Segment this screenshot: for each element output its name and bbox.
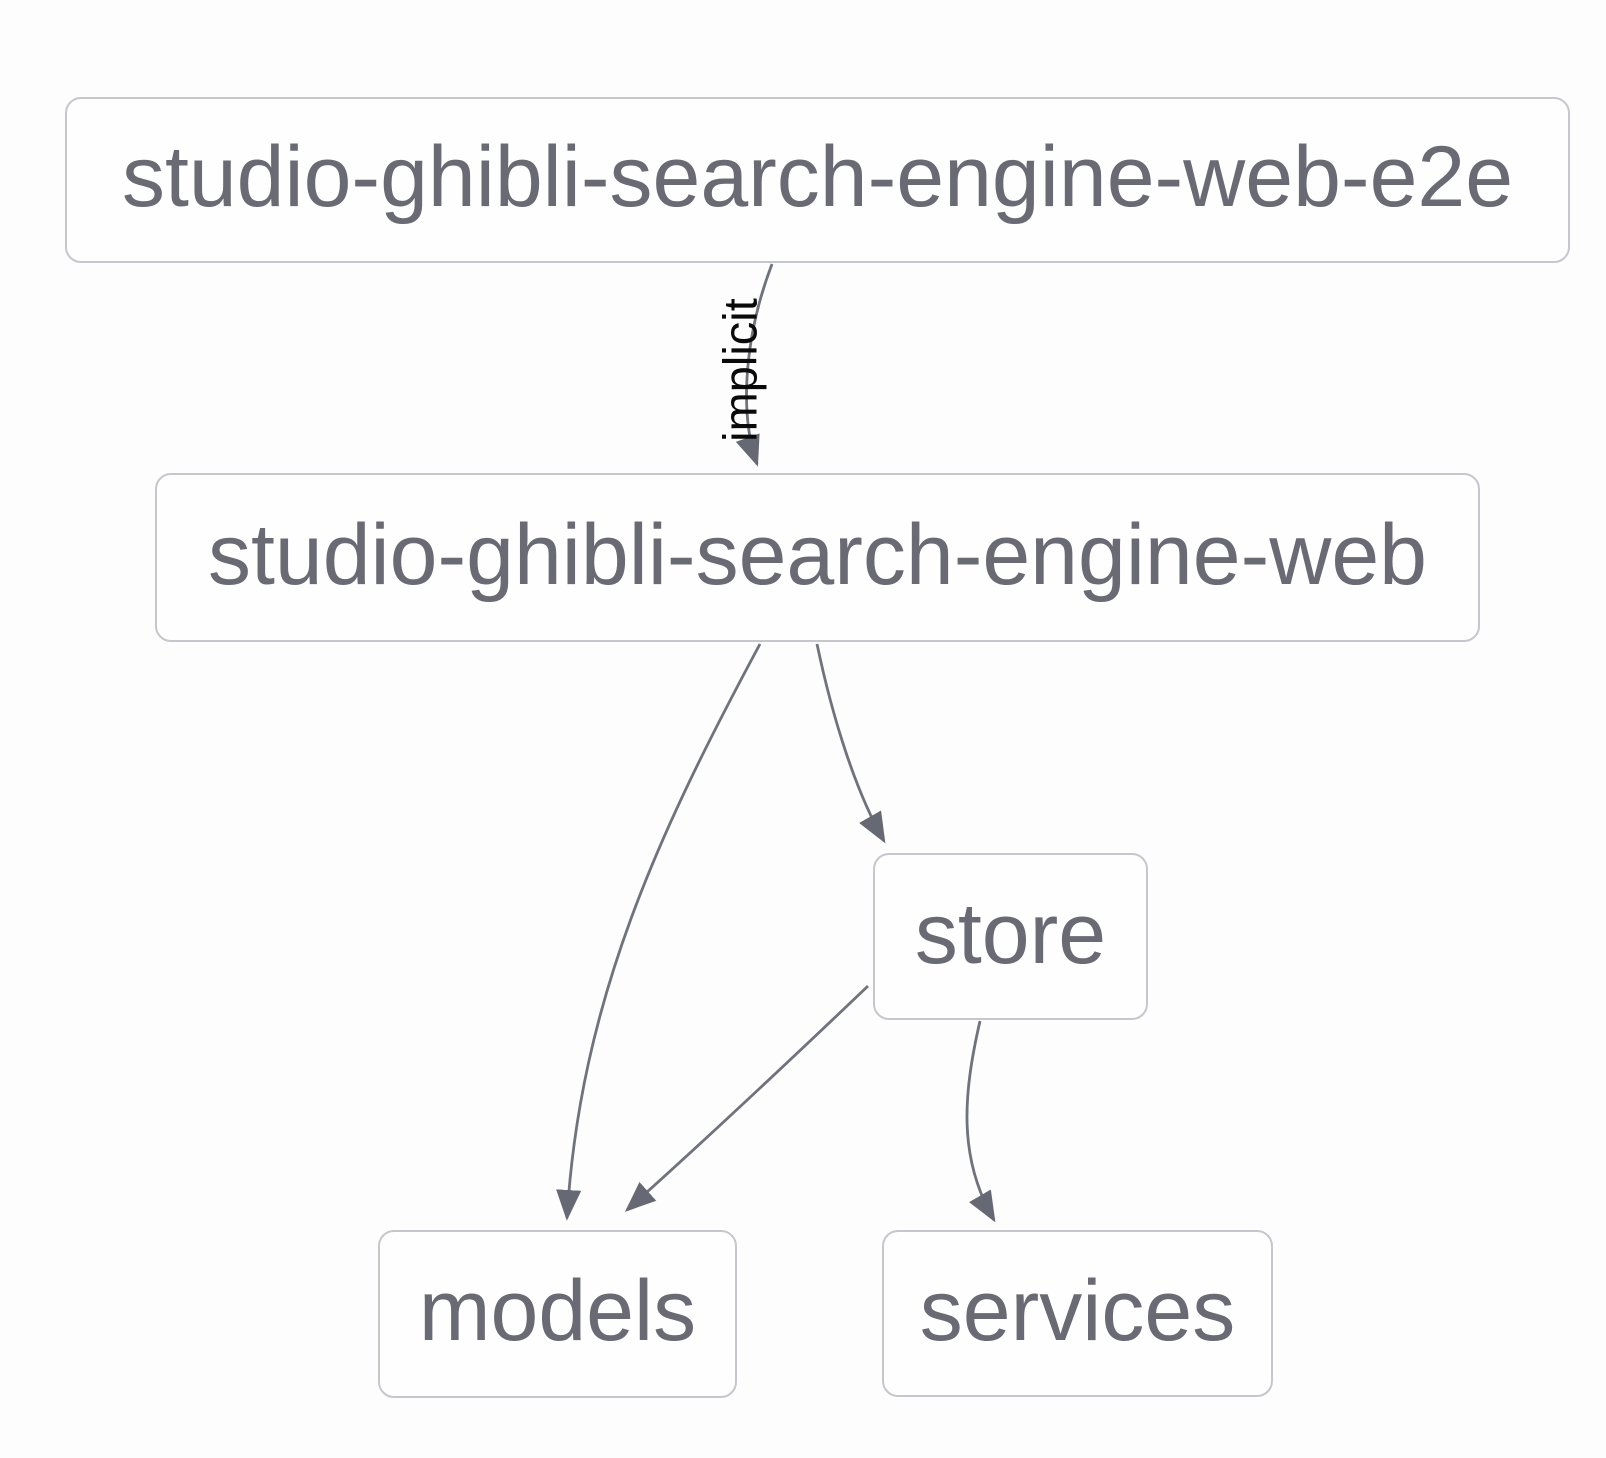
edge-web-to-models <box>556 643 762 1221</box>
edge-web-to-store <box>815 643 886 844</box>
node-label: models <box>418 1263 697 1359</box>
edge-e2e-to-web <box>735 263 774 467</box>
node-models[interactable]: models <box>378 1230 737 1398</box>
edge-store-to-services <box>965 1020 996 1223</box>
node-studio-ghibli-search-engine-web[interactable]: studio-ghibli-search-engine-web <box>155 473 1480 642</box>
node-label: studio-ghibli-search-engine-web <box>208 506 1427 603</box>
node-studio-ghibli-search-engine-web-e2e[interactable]: studio-ghibli-search-engine-web-e2e <box>65 97 1570 263</box>
node-label: store <box>914 885 1107 982</box>
node-label: services <box>919 1262 1236 1359</box>
edge-store-to-models <box>624 984 869 1212</box>
node-services[interactable]: services <box>882 1230 1273 1397</box>
node-store[interactable]: store <box>873 853 1148 1020</box>
edge-label-implicit: implicit <box>713 298 767 442</box>
node-label: studio-ghibli-search-engine-web-e2e <box>121 129 1514 225</box>
